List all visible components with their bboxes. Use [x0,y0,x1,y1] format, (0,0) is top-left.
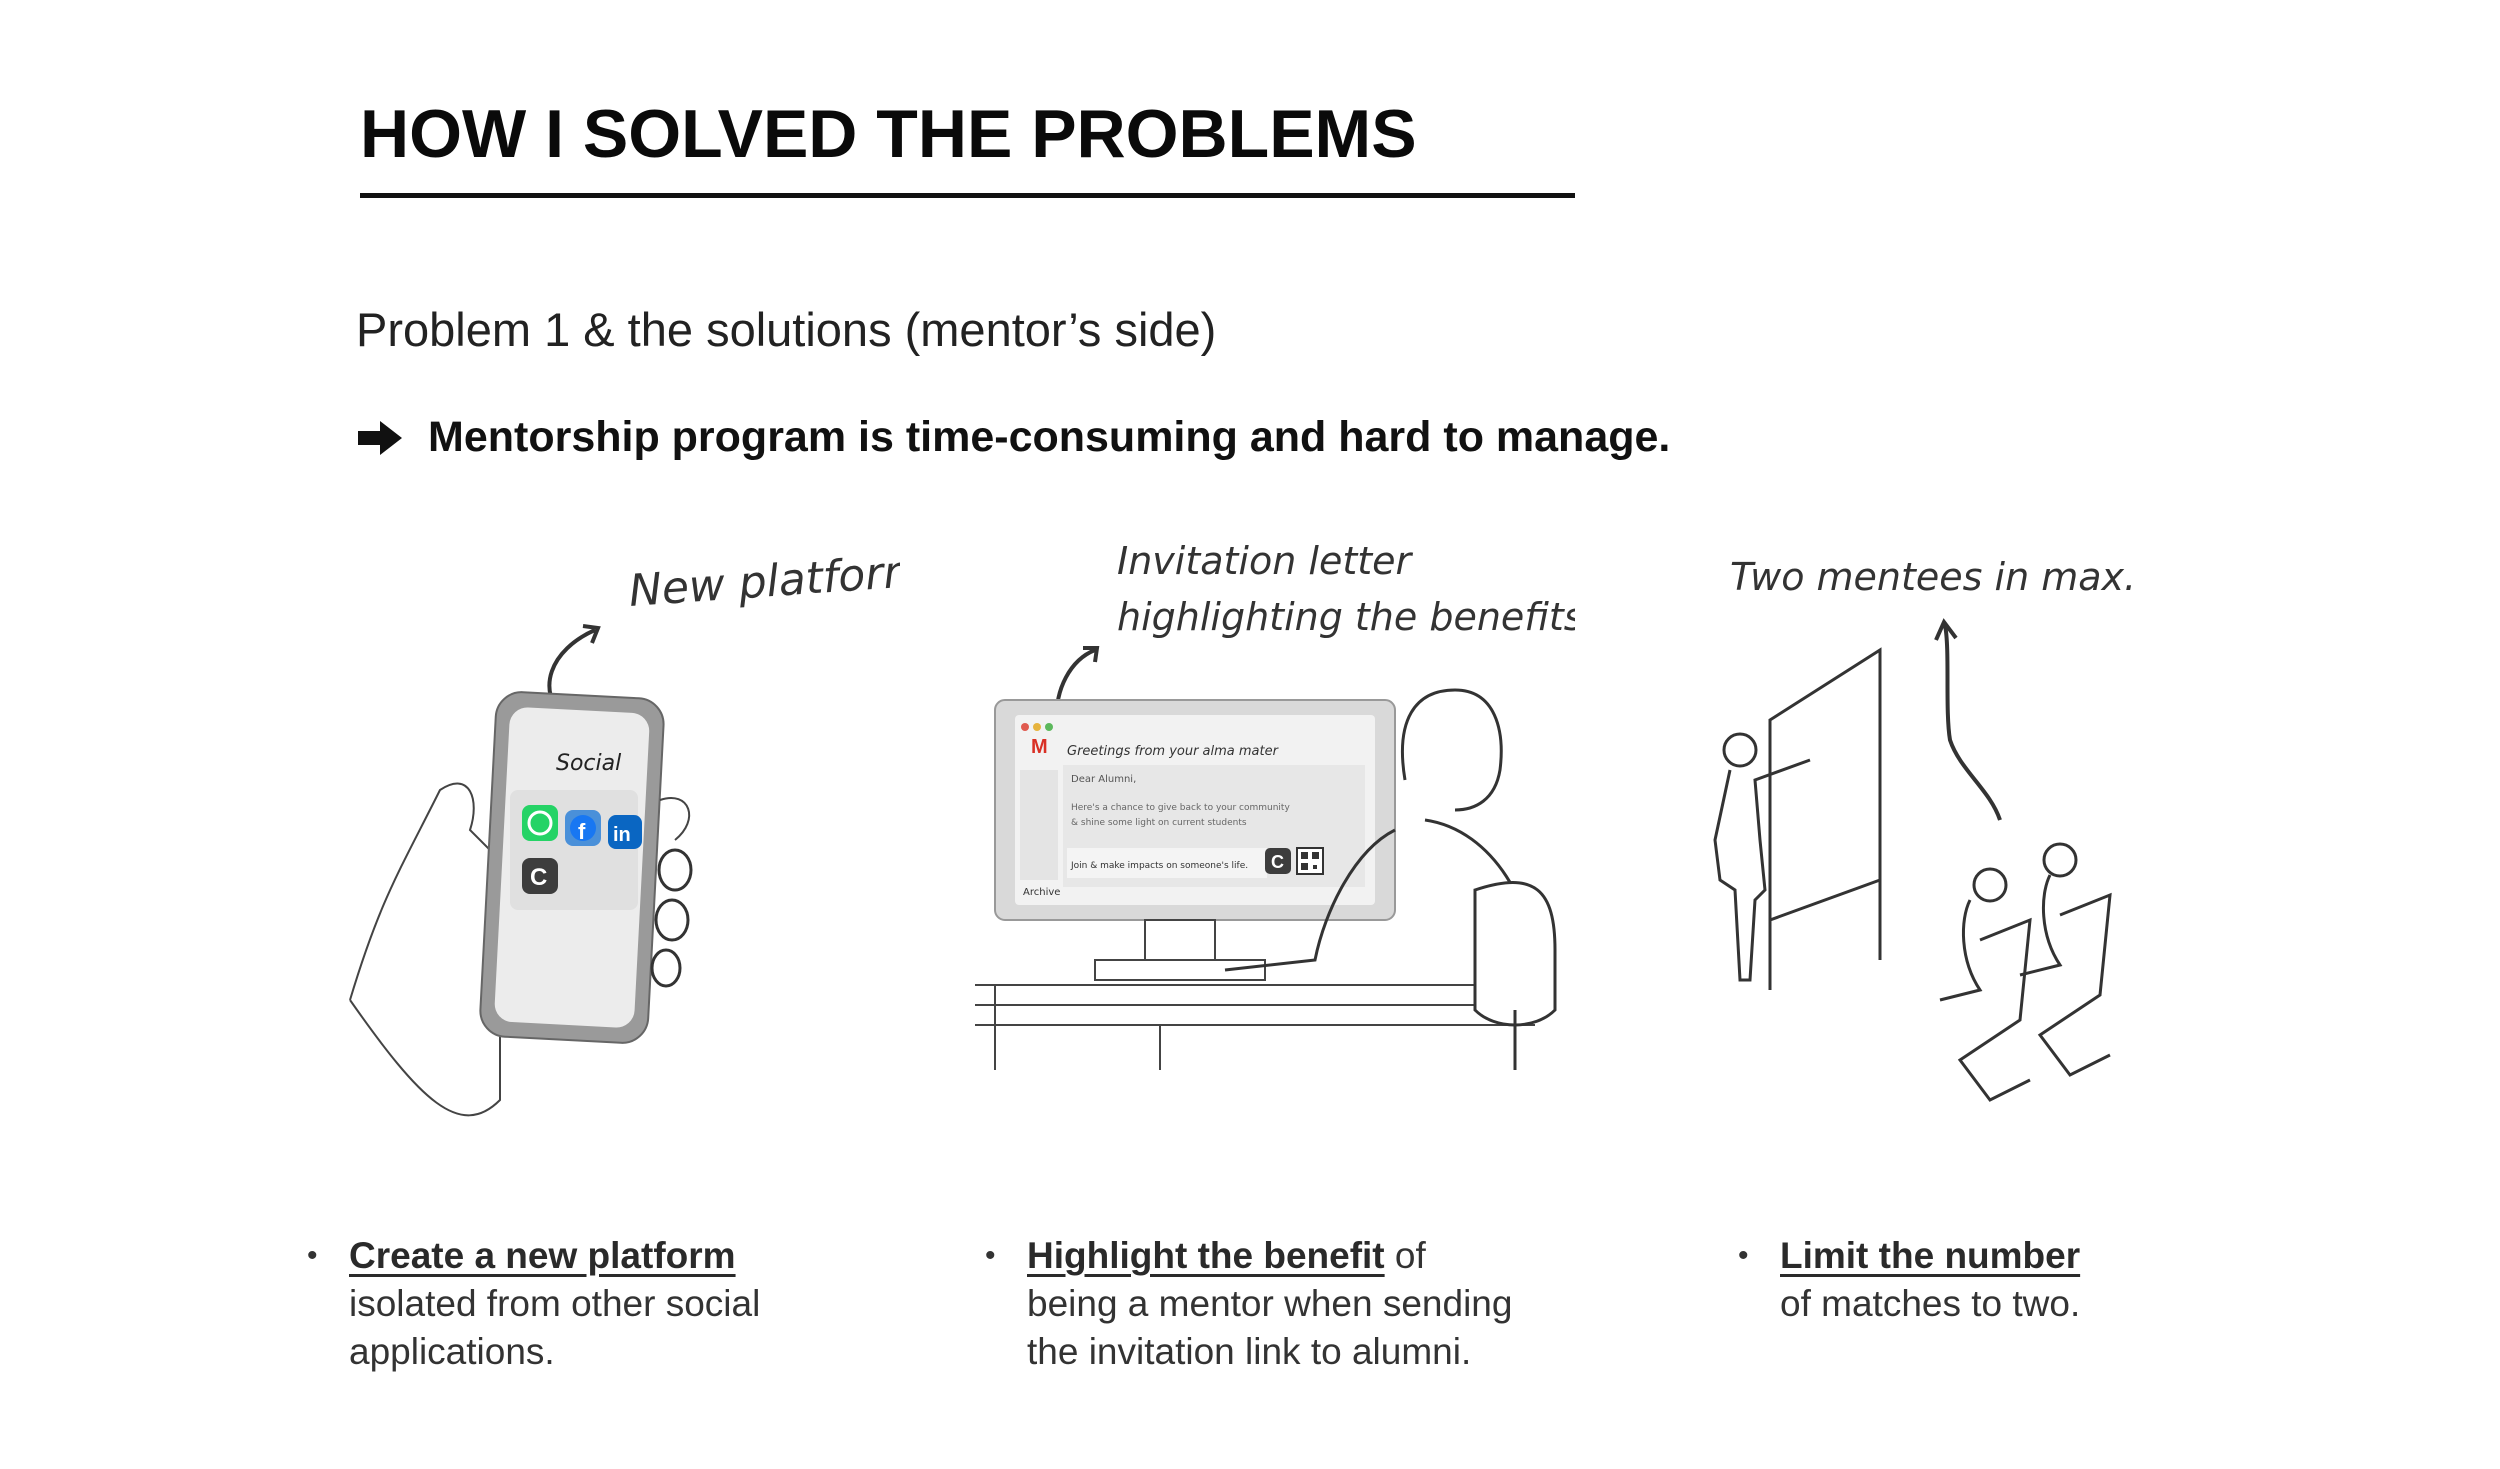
email-sidebar-label: Archive [1023,887,1060,898]
section-subtitle: Problem 1 & the solutions (mentor’s side… [356,303,1217,356]
presentation-illustration: Two mentees in max. [1713,555,2136,1102]
bullet-lead: Highlight the benefit [1027,1235,1385,1276]
bullet-lead: Create a new platform [349,1235,736,1276]
title-underline [360,193,1575,198]
bullet-lead: Limit the number [1780,1235,2081,1276]
qr-code-icon [1296,847,1324,875]
right-arrow-icon [358,420,402,455]
email-greeting: Dear Alumni, [1071,774,1136,785]
svg-text:C: C [1271,852,1284,872]
bullet-dot: • [985,1239,996,1272]
page-title: HOW I SOLVED THE PROBLEMS [360,96,1417,172]
svg-text:in: in [613,824,631,846]
c-app-icon: C [1265,848,1291,874]
bullet-rest: of [1384,1235,1426,1276]
invitation-note-line2: highlighting the benefits. [1117,595,1575,639]
whatsapp-icon [522,805,558,841]
email-subject: Greetings from your alma mater [1067,744,1280,759]
linkedin-icon: in [608,815,642,849]
email-body-line1: Here's a chance to give back to your com… [1071,803,1290,813]
phone-illustration: New platform Social f in C [349,545,900,1117]
invitation-note-line1: Invitation letter [1117,539,1414,583]
bullet-dot: • [307,1239,318,1272]
facebook-icon: f [565,810,601,846]
new-platform-note: New platform [627,545,900,617]
problem-statement-text: Mentorship program is time-consuming and… [428,413,1671,461]
solution-bullet-1: • Create a new platform isolated from ot… [307,1232,761,1376]
bullet-dot: • [1738,1239,1749,1272]
screen-label-social: Social [556,751,621,776]
bullet-line2: of matches to two. [1780,1283,2081,1324]
gmail-logo: M [1031,736,1048,758]
svg-text:C: C [530,864,547,891]
solution-bullet-2: • Highlight the benefit of being a mento… [985,1232,1513,1376]
email-footer: Join & make impacts on someone's life. [1070,861,1248,871]
email-body-line2: & shine some light on current students [1071,818,1247,828]
bullet-line3: the invitation link to alumni. [1027,1331,1472,1372]
computer-illustration: Invitation letter highlighting the benef… [975,539,1575,1070]
two-mentees-note: Two mentees in max. [1730,555,2136,599]
bullet-line3: applications. [349,1331,555,1372]
bullet-line2: isolated from other social [349,1283,761,1324]
solution-bullet-3: • Limit the number of matches to two. [1738,1232,2081,1328]
c-app-icon: C [522,858,558,894]
bullet-line2: being a mentor when sending [1027,1283,1513,1324]
svg-text:f: f [578,819,586,844]
problem-statement: Mentorship program is time-consuming and… [356,413,1670,462]
